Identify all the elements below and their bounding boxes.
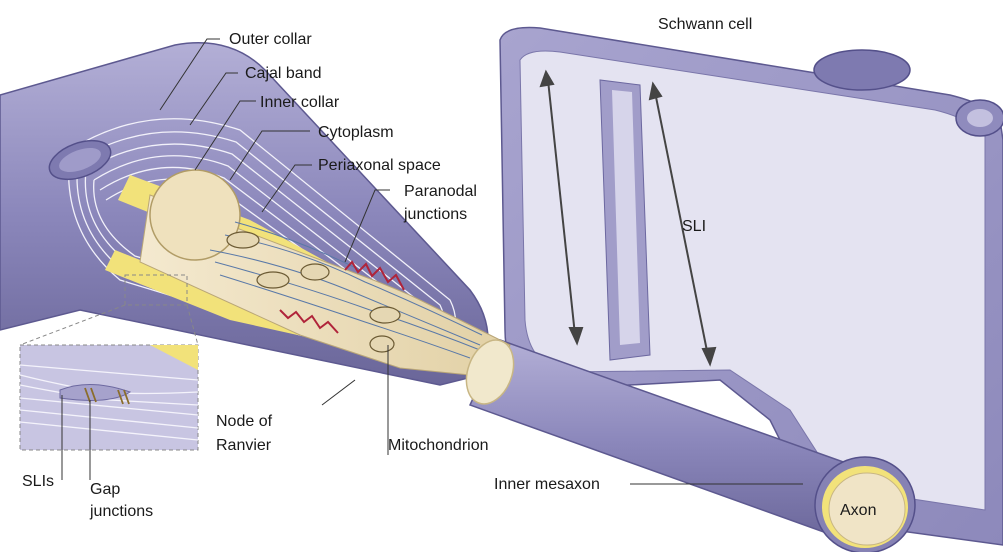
label-inner-collar: Inner collar [260,94,340,111]
label-gap-2: junctions [89,503,153,520]
schwann-nucleus [814,50,910,90]
label-inner-mesaxon: Inner mesaxon [494,476,600,493]
label-sli: SLI [682,218,706,235]
label-paranodal-2: junctions [403,206,467,223]
label-gap-1: Gap [90,481,120,498]
label-axon: Axon [840,502,876,519]
label-outer-collar: Outer collar [229,31,312,48]
label-mitochondrion: Mitochondrion [388,437,489,454]
label-cajal-band: Cajal band [245,65,322,82]
label-cytoplasm: Cytoplasm [318,124,394,141]
label-schwann-cell: Schwann cell [658,16,752,33]
label-paranodal-1: Paranodal [404,183,477,200]
label-periaxonal-space: Periaxonal space [318,157,441,174]
label-node-2: Ranvier [216,437,272,454]
label-node-1: Node of [216,413,273,430]
label-slis: SLIs [22,473,54,490]
